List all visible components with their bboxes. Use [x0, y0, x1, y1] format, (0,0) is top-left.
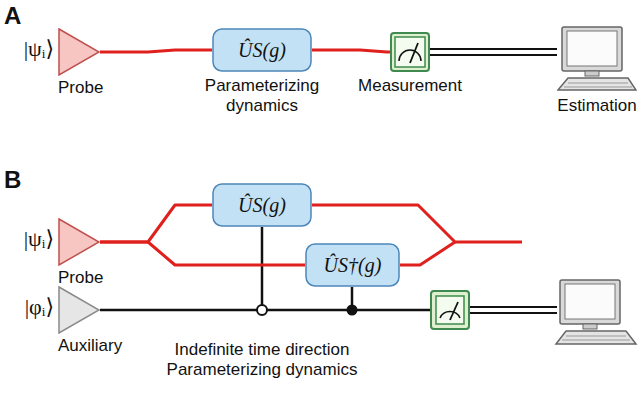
panel-letter: A [4, 2, 21, 30]
panel-letter: B [4, 166, 21, 194]
caption: Parameterizing dynamics [187, 76, 337, 117]
role-label: Probe [58, 78, 103, 98]
role-label: Probe [58, 268, 103, 288]
probe-triangle [58, 218, 100, 266]
classical-wire [470, 312, 557, 314]
connector [100, 50, 212, 52]
node-tri: |ψᵢ⟩Probe [58, 218, 100, 266]
wire-line [430, 54, 557, 56]
probe-triangle [58, 28, 100, 76]
classical-wire [470, 306, 557, 308]
wire-line [430, 48, 557, 50]
meter-icon [431, 291, 469, 329]
classical-wire [430, 49, 557, 55]
node-box: ÛS(g) [212, 183, 312, 227]
state-ket: |ψᵢ⟩ [24, 36, 54, 62]
connector [100, 242, 305, 265]
auxiliary-triangle [58, 286, 100, 334]
probe-path [312, 205, 522, 242]
operator-label: ÛS(g) [238, 39, 286, 62]
operator-label: ÛS(g) [238, 194, 286, 217]
node-box: ÛS†(g) [305, 243, 400, 287]
connector [312, 50, 390, 52]
operator-label: ÛS†(g) [324, 254, 382, 277]
computer-icon [557, 26, 637, 92]
probe-path [400, 242, 455, 265]
computer-icon [556, 280, 636, 344]
node-tri: |ψᵢ⟩Probe [58, 28, 100, 76]
node-meter: Measurement [390, 32, 430, 72]
caption: Measurement [358, 76, 462, 96]
role-label: Auxiliary [58, 336, 122, 356]
state-ket: |ψᵢ⟩ [24, 226, 54, 252]
state-ket: |φᵢ⟩ [25, 294, 54, 320]
meter-icon [390, 32, 430, 72]
open-control-dot [257, 305, 267, 315]
node-aux: |φᵢ⟩Auxiliary [58, 286, 100, 334]
node-boxcap: ÛS(g)Parameterizing dynamics [212, 28, 312, 72]
caption: Estimation [557, 96, 636, 116]
connector [100, 205, 212, 242]
node-pc: Estimation [557, 26, 637, 92]
control-line [351, 287, 354, 305]
caption: Indefinite time direction Parameterizing… [147, 340, 377, 381]
filled-control-dot [347, 305, 358, 316]
